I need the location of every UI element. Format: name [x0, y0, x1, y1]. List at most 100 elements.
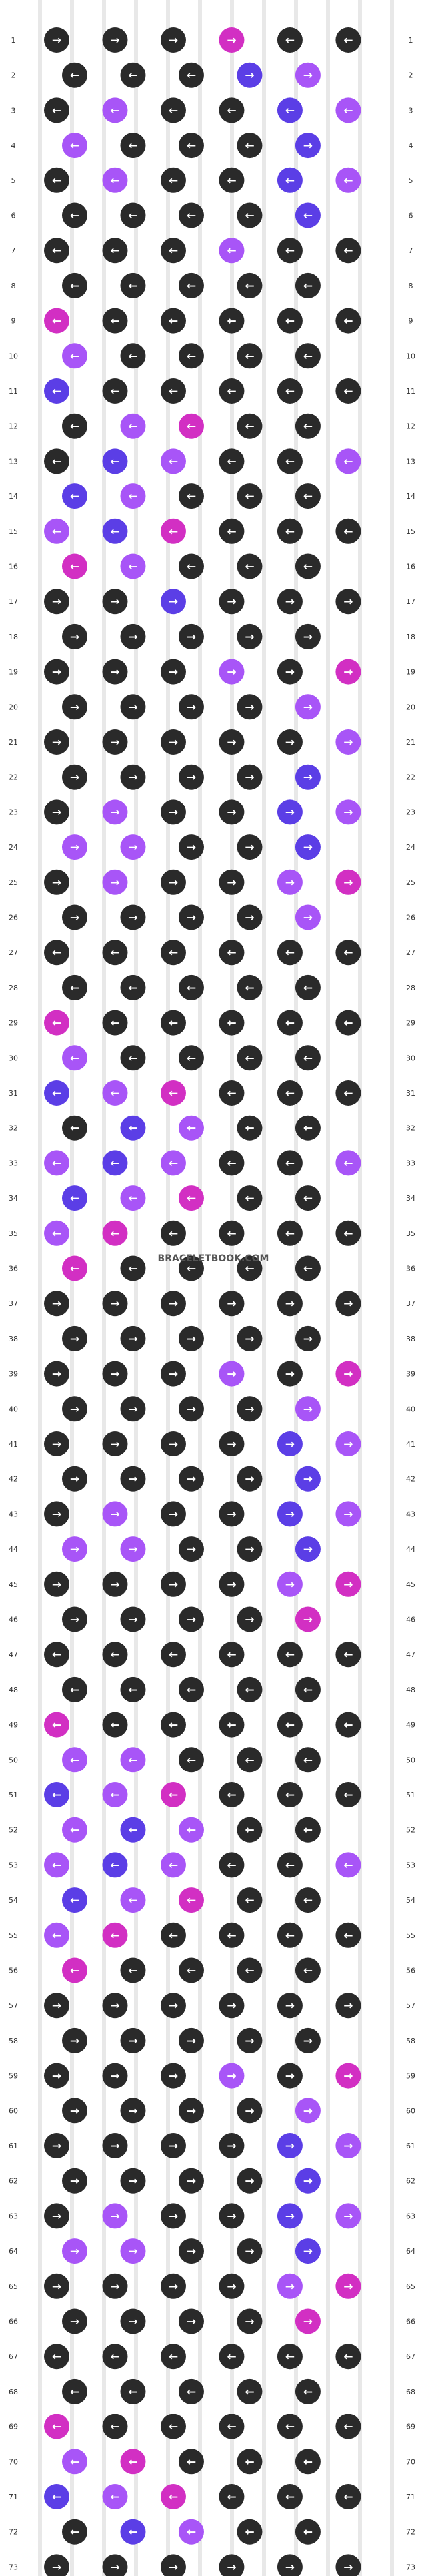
knot-circle [62, 2308, 87, 2334]
knot: ← [102, 97, 128, 123]
arrow-left-icon: ← [169, 1157, 178, 1170]
row-number-right: 44 [406, 1545, 415, 1554]
knot: ← [44, 1080, 69, 1106]
row-number-right: 47 [406, 1650, 415, 1659]
arrow-left-icon: ← [285, 525, 295, 539]
knot-circle [237, 1466, 263, 1492]
row-number-left: 41 [9, 1440, 18, 1449]
arrow-right-icon: → [52, 806, 61, 819]
knot-circle [120, 1255, 146, 1281]
arrow-right-icon: → [245, 2316, 254, 2329]
knot: → [44, 659, 69, 685]
knot: ← [102, 1150, 128, 1176]
knot-circle [102, 2273, 128, 2299]
knot-circle [237, 1957, 263, 1983]
arrow-left-icon: ← [169, 244, 178, 258]
row-number-left: 32 [9, 1124, 18, 1133]
knot: ← [44, 518, 69, 544]
knot: ← [219, 97, 245, 123]
arrow-right-icon: → [303, 771, 313, 785]
knot: → [102, 1501, 128, 1527]
row-number-right: 38 [406, 1335, 415, 1343]
arrow-left-icon: ← [70, 490, 79, 503]
arrow-left-icon: ← [110, 1719, 119, 1732]
knot: ← [44, 1712, 69, 1738]
arrow-right-icon: → [285, 2070, 295, 2083]
knot: → [178, 694, 204, 720]
knot-circle [160, 518, 186, 544]
knot-circle [178, 623, 204, 649]
row-number-left: 57 [9, 2001, 18, 2010]
knot-circle [160, 1712, 186, 1738]
knot: ← [102, 378, 128, 404]
knot: → [219, 799, 245, 825]
knot-circle [237, 2519, 263, 2545]
arrow-left-icon: ← [110, 385, 119, 398]
knot-circle [102, 2554, 128, 2576]
arrow-right-icon: → [343, 1297, 353, 1311]
knot-circle [62, 1396, 87, 1422]
arrow-left-icon: ← [227, 1227, 236, 1241]
arrow-right-icon: → [343, 1508, 353, 1521]
arrow-left-icon: ← [70, 2526, 79, 2539]
knot-circle [120, 2308, 146, 2334]
knot: → [178, 1325, 204, 1351]
arrow-left-icon: ← [343, 244, 353, 258]
knot-circle [237, 2378, 263, 2404]
knot-circle [44, 1431, 69, 1456]
arrow-left-icon: ← [70, 350, 79, 363]
knot: → [335, 2063, 361, 2089]
arrow-right-icon: → [169, 1508, 178, 1521]
knot-circle [237, 2098, 263, 2124]
knot: → [120, 904, 146, 930]
knot-circle [219, 589, 245, 615]
arrow-left-icon: ← [245, 490, 254, 503]
arrow-right-icon: → [343, 2070, 353, 2083]
knot: → [178, 764, 204, 790]
knot-circle [219, 2414, 245, 2439]
arrow-right-icon: → [128, 2035, 137, 2048]
arrow-left-icon: ← [303, 2455, 313, 2469]
row-number-left: 13 [9, 457, 18, 466]
arrow-left-icon: ← [303, 1965, 313, 1978]
arrow-right-icon: → [227, 666, 236, 679]
knot: → [277, 1571, 303, 1597]
arrow-left-icon: ← [303, 1684, 313, 1697]
knot-circle [160, 378, 186, 404]
arrow-right-icon: → [187, 841, 196, 854]
arrow-right-icon: → [128, 2104, 137, 2118]
arrow-right-icon: → [52, 2140, 61, 2153]
row-number-right: 66 [406, 2318, 415, 2326]
knot-circle [178, 202, 204, 228]
arrow-right-icon: → [187, 1614, 196, 1627]
arrow-right-icon: → [52, 1578, 61, 1592]
knot-circle [62, 202, 87, 228]
knot-circle [277, 1010, 303, 1036]
arrow-right-icon: → [285, 1999, 295, 2013]
knot-circle [160, 1361, 186, 1387]
knot: ← [277, 27, 303, 53]
knot-circle [178, 1606, 204, 1632]
arrow-right-icon: → [52, 2070, 61, 2083]
knot: ← [237, 1957, 263, 1983]
knot-circle [178, 62, 204, 88]
knot: → [219, 869, 245, 895]
knot-circle [277, 97, 303, 123]
arrow-left-icon: ← [128, 2386, 137, 2399]
knot-circle [102, 27, 128, 53]
arrow-left-icon: ← [128, 69, 137, 83]
knot: ← [237, 272, 263, 298]
arrow-right-icon: → [343, 1368, 353, 1381]
knot-circle [295, 483, 321, 509]
knot-circle [160, 1501, 186, 1527]
arrow-left-icon: ← [227, 2491, 236, 2504]
row-number-right: 19 [406, 668, 415, 677]
knot: → [62, 834, 87, 860]
knot: → [160, 1361, 186, 1387]
knot: ← [120, 1747, 146, 1773]
arrow-left-icon: ← [187, 490, 196, 503]
knot: → [44, 2133, 69, 2158]
knot: ← [178, 1676, 204, 1702]
knot: ← [277, 238, 303, 264]
arrow-right-icon: → [110, 1368, 119, 1381]
